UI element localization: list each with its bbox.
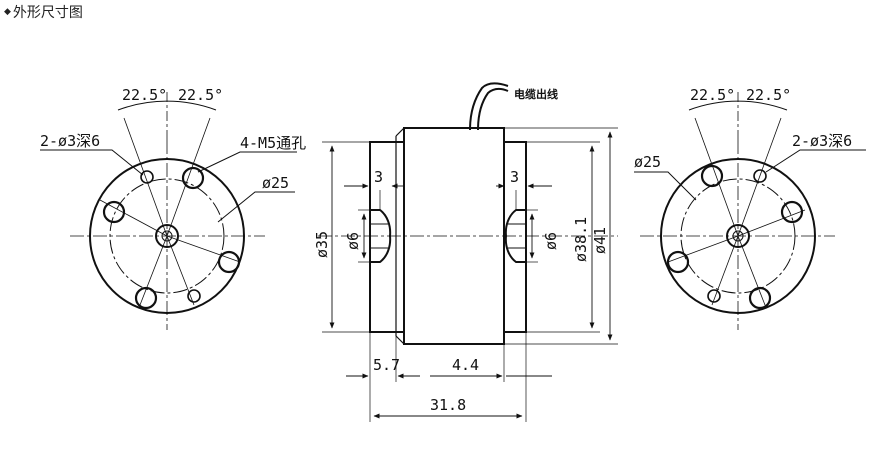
dia-body-label: ø35	[313, 231, 331, 258]
right-m5-hole	[748, 286, 772, 310]
left-small-hole	[140, 170, 154, 184]
left-hole-spec-label: 2-ø3深6	[40, 132, 100, 150]
left-angle-right-label: 22.5°	[178, 86, 223, 104]
left-m5-hole	[102, 200, 126, 224]
right-center-hub	[726, 224, 750, 248]
left-front-view	[40, 92, 297, 330]
right-m5-hole	[700, 164, 724, 188]
left-m5-hole	[134, 286, 158, 310]
right-angle-right-label: 22.5°	[746, 86, 791, 104]
cable-exit-label: 电缆出线	[514, 87, 558, 101]
right-angle-left-label: 22.5°	[690, 86, 735, 104]
right-m5-hole	[780, 200, 804, 224]
right-small-hole	[753, 169, 767, 183]
left-thread-spec-label: 4-M5通孔	[240, 134, 306, 152]
right-pcd-label: ø25	[634, 153, 661, 171]
side-view	[318, 82, 618, 422]
drawing-header: ◆ 外形尺寸图	[4, 2, 83, 22]
left-pcd-label: ø25	[262, 174, 289, 192]
left-m5-hole	[217, 250, 241, 274]
right-hole-spec-label: 2-ø3深6	[792, 132, 852, 150]
left-m5-hole	[181, 166, 205, 190]
depth-right-label: 3	[510, 168, 519, 186]
drawing-title: 外形尺寸图	[12, 5, 83, 21]
left-center-hub	[155, 224, 179, 248]
right-small-hole	[707, 289, 721, 303]
len-left-label: 5.7	[373, 356, 400, 374]
len-mid-label: 4.4	[452, 356, 479, 374]
dia-flange-inner-label: ø38.1	[572, 217, 590, 262]
dia-shaft-right-label: ø6	[542, 232, 560, 250]
right-front-view	[634, 92, 866, 330]
len-total-label: 31.8	[430, 396, 466, 414]
right-m5-hole	[666, 250, 690, 274]
left-angle-left-label: 22.5°	[122, 86, 167, 104]
dia-shaft-left-label: ø6	[344, 232, 362, 250]
dia-flange-outer-label: ø41	[591, 227, 609, 254]
diamond-bullet-icon: ◆	[4, 7, 11, 17]
right-flange	[503, 141, 527, 333]
depth-left-label: 3	[374, 168, 383, 186]
left-small-hole	[187, 289, 201, 303]
